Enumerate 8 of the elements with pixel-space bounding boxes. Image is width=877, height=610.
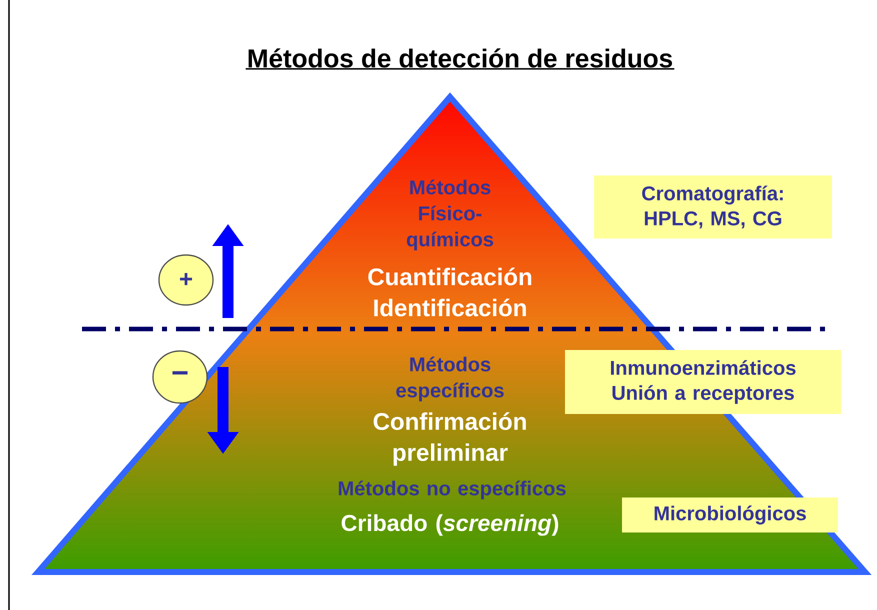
level-heading: Métodos no específicos — [338, 480, 566, 500]
note-box: Microbiológicos — [622, 498, 838, 532]
level-heading: Métodos específicos — [396, 356, 504, 402]
level-text: Cuantificación Identificación — [368, 268, 532, 316]
level-heading: Métodos Físico-químicos — [406, 180, 494, 250]
level-text: Confirmación preliminar — [374, 412, 526, 466]
title: Métodos de detección de residuos — [246, 48, 674, 70]
level-text: Cribado (screening) — [342, 514, 558, 536]
